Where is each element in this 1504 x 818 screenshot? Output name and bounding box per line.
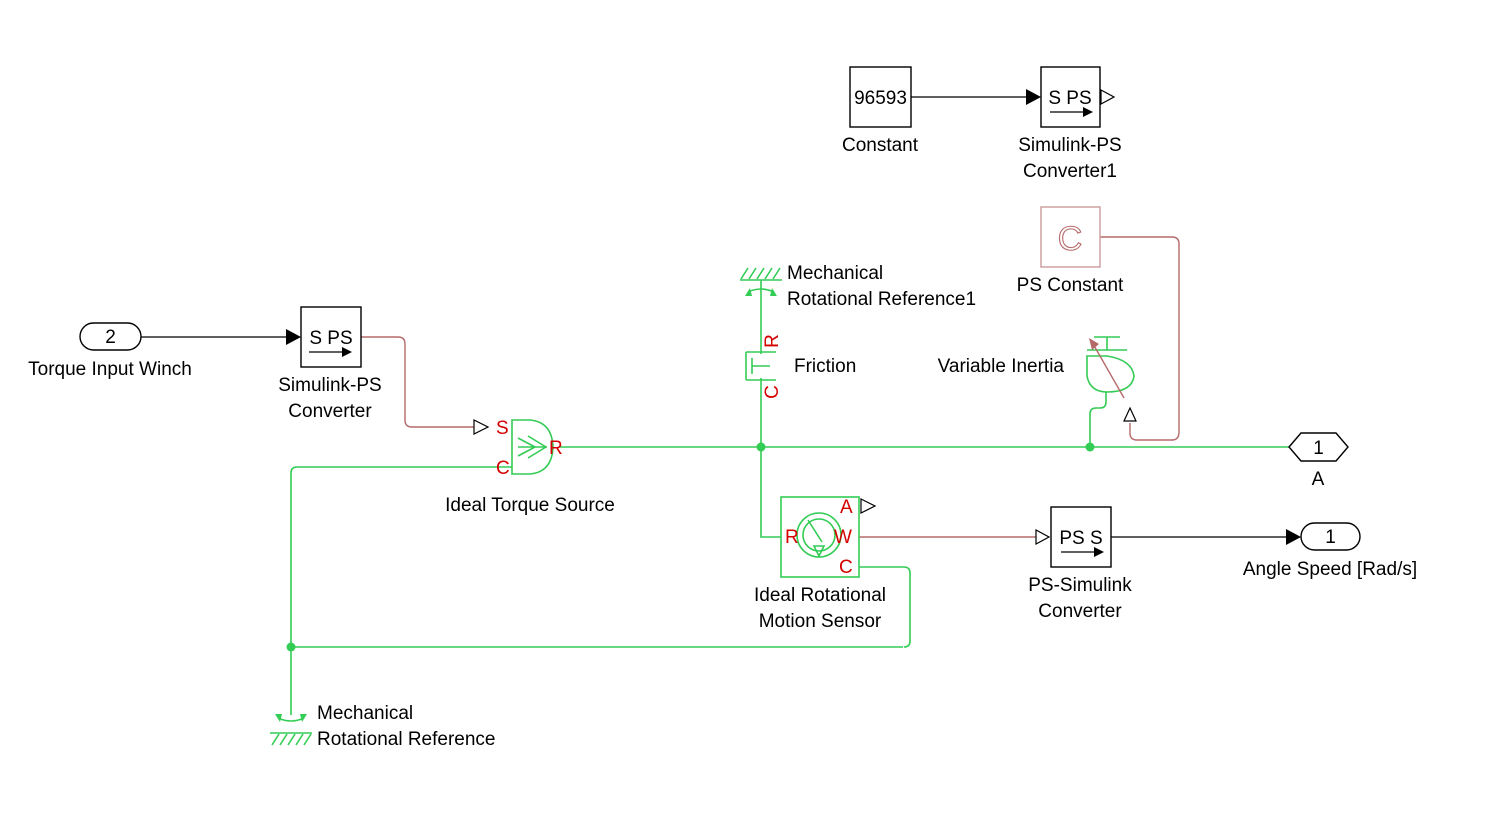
sps-converter1-label-1: Simulink-PS [1018, 135, 1121, 156]
friction-port-c: C [762, 385, 783, 399]
sps-converter-block[interactable]: S PS [300, 306, 362, 368]
junction-dot [756, 442, 766, 452]
constant-value: 96593 [854, 88, 907, 109]
outport-a-number: 1 [1313, 438, 1324, 459]
sensor-port-a: A [840, 497, 853, 518]
ps-constant-glyph: C [1058, 220, 1083, 258]
constant-label: Constant [842, 135, 919, 156]
sps-converter-label-1: Simulink-PS [278, 375, 381, 396]
outport-a[interactable]: 1 [1288, 432, 1349, 462]
signal-arrow-torque-input [286, 329, 301, 345]
friction-block[interactable]: R C [744, 334, 783, 399]
pss-converter-text: PS S [1059, 528, 1102, 549]
right-arrow-icon-head [1083, 107, 1093, 117]
mech-line-sensor-r[interactable] [760, 447, 785, 538]
ps-line-converter-to-source[interactable] [361, 336, 474, 428]
sensor-port-r: R [785, 527, 799, 548]
torque-input-inport[interactable]: 2 [79, 322, 142, 351]
torque-source-port-c: C [496, 458, 510, 479]
junction-dot [286, 642, 296, 652]
sps-converter1-block[interactable]: S PS [1040, 66, 1116, 128]
friction-port-r: R [762, 334, 783, 348]
sensor-port-c: C [839, 557, 853, 578]
ideal-rotational-motion-sensor-block[interactable]: A R W C [780, 496, 877, 578]
ps-line-constant-to-inertia[interactable] [1100, 236, 1180, 441]
output-port-triangle [860, 498, 877, 514]
torque-inport-label: Torque Input Winch [28, 359, 192, 380]
signal-arrow-angle-speed [1286, 529, 1301, 545]
mech-line-c-node[interactable] [290, 466, 512, 715]
mech-ref1-label-2: Rotational Reference1 [787, 289, 976, 310]
torque-source-port-s: S [496, 418, 509, 439]
sps-converter1-text: S PS [1048, 88, 1091, 109]
output-port-triangle [1100, 88, 1116, 106]
mech-line-inertia[interactable] [1089, 392, 1107, 447]
mech-ref-block[interactable] [270, 714, 312, 746]
variable-inertia-block[interactable] [1086, 336, 1137, 422]
ps-constant-block[interactable]: C [1040, 206, 1101, 268]
right-arrow-icon-head [1094, 547, 1104, 557]
outport-a-label: A [1312, 469, 1325, 490]
angle-outport-label: Angle Speed [Rad/s] [1243, 559, 1417, 580]
right-arrow-icon-head [342, 347, 352, 357]
junction-dot [1085, 442, 1095, 452]
torque-inport-number: 2 [105, 327, 116, 348]
sensor-label-2: Motion Sensor [759, 611, 882, 632]
mech-ref-label-2: Rotational Reference [317, 729, 496, 750]
ideal-torque-source-block[interactable]: S C R [473, 418, 563, 479]
pss-converter-label-1: PS-Simulink [1028, 575, 1132, 596]
mech-ref1-block[interactable] [740, 267, 782, 296]
friction-label: Friction [794, 356, 856, 377]
constant-block[interactable]: 96593 [849, 66, 912, 128]
input-port-triangle [473, 419, 490, 435]
mech-line-sensor-c[interactable] [857, 566, 911, 648]
torque-source-label: Ideal Torque Source [445, 495, 615, 516]
sensor-port-w: W [834, 527, 852, 548]
ps-constant-label: PS Constant [1017, 275, 1124, 296]
sps-converter-label-2: Converter [288, 401, 372, 422]
mech-ref1-label-1: Mechanical [787, 263, 883, 284]
pss-converter-label-2: Converter [1038, 601, 1122, 622]
variable-inertia-label: Variable Inertia [938, 356, 1065, 377]
pss-converter-block[interactable]: PS S [1035, 506, 1112, 568]
angle-speed-outport[interactable]: 1 [1300, 522, 1361, 551]
mech-ref-label-1: Mechanical [317, 703, 413, 724]
sps-converter-text: S PS [309, 328, 352, 349]
angle-outport-number: 1 [1325, 527, 1336, 548]
input-port-triangle [1035, 528, 1051, 546]
torque-source-port-r: R [549, 438, 563, 459]
sensor-label-1: Ideal Rotational [754, 585, 886, 606]
input-port-triangle [1123, 406, 1137, 422]
signal-arrow-constant [1026, 89, 1041, 105]
sps-converter1-label-2: Converter1 [1023, 161, 1117, 182]
